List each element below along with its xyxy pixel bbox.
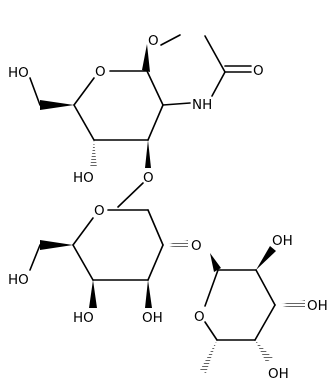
atom-o-ring-fuc: O (194, 309, 205, 325)
bond-cacyl-methyl (204, 35, 226, 73)
bond-c2-nh (162, 102, 191, 106)
bond-c3-c2 (147, 104, 164, 141)
bond-c3mid-c2mid (147, 244, 164, 281)
bond-c5-c6-wedge (40, 100, 74, 110)
bond-c2mid-olink2-hash (163, 240, 188, 249)
atom-o-amide: O (253, 63, 264, 79)
bond-c5-c4 (73, 104, 95, 141)
bond-olink2-c1fuc-wedge (210, 253, 221, 272)
bond-c6mid-oh (29, 244, 41, 271)
atom-ho-c6-top: HO (8, 65, 29, 81)
bond-o5mid-c5mid (72, 217, 94, 246)
bond-olink-c1mid (117, 182, 144, 208)
atom-ho-c4-mid: HO (73, 310, 94, 326)
atom-o-methoxy: O (148, 33, 159, 49)
bond-c5fuc-methyl-hash (200, 340, 217, 373)
bond-c6-oh (29, 77, 41, 106)
bond-c2fuc-oh-wedge (256, 246, 276, 270)
bond-c4mid-oh-wedge (89, 280, 97, 308)
atom-labels: O O O NH HO HO O O O HO HO OH OH OH OH O (8, 33, 328, 382)
bond-c2-c1 (146, 70, 164, 106)
atom-oh-c2-fuc: OH (272, 233, 293, 249)
bond-c2fuc-c3fuc (255, 269, 276, 306)
bond-o5-c5 (73, 77, 95, 106)
atom-ho-c4-top: HO (73, 170, 94, 186)
bond-nh-cacyl (211, 71, 226, 97)
atom-o-link-2: O (191, 238, 202, 254)
ring-fucose (200, 246, 305, 373)
atom-o-ring-top: O (95, 64, 106, 80)
bond-c3fuc-c4fuc (254, 304, 276, 341)
atom-o-ring-mid: O (94, 203, 105, 219)
bond-c3-olink-wedge (145, 140, 151, 168)
atom-o-link-1: O (143, 170, 154, 186)
ring-top (29, 34, 252, 168)
bond-c2mid-c1mid (147, 209, 164, 246)
bond-c5mid-c6mid-wedge (40, 240, 73, 250)
atom-ho-c6-mid: HO (8, 272, 29, 288)
bond-c3fuc-oh-hash (275, 300, 305, 309)
atom-oh-c4-fuc: OH (268, 366, 289, 382)
bond-c4-oh-hash (90, 140, 97, 168)
bond-c4fuc-oh-hash (255, 340, 273, 362)
bond-c3mid-oh-wedge (145, 280, 152, 308)
bond-o5fuc-c1fuc (204, 269, 219, 307)
atom-oh-c3-fuc: OH (307, 298, 328, 314)
bond-methyl (160, 34, 181, 46)
atom-oh-c3-mid: OH (142, 310, 163, 326)
atom-nh: NH (192, 97, 212, 113)
bond-c1-ome-wedge (142, 44, 150, 72)
bond-c5fuc-o5fuc (204, 321, 218, 341)
bond-c5mid-c4mid (72, 244, 94, 281)
ring-middle (29, 182, 188, 308)
